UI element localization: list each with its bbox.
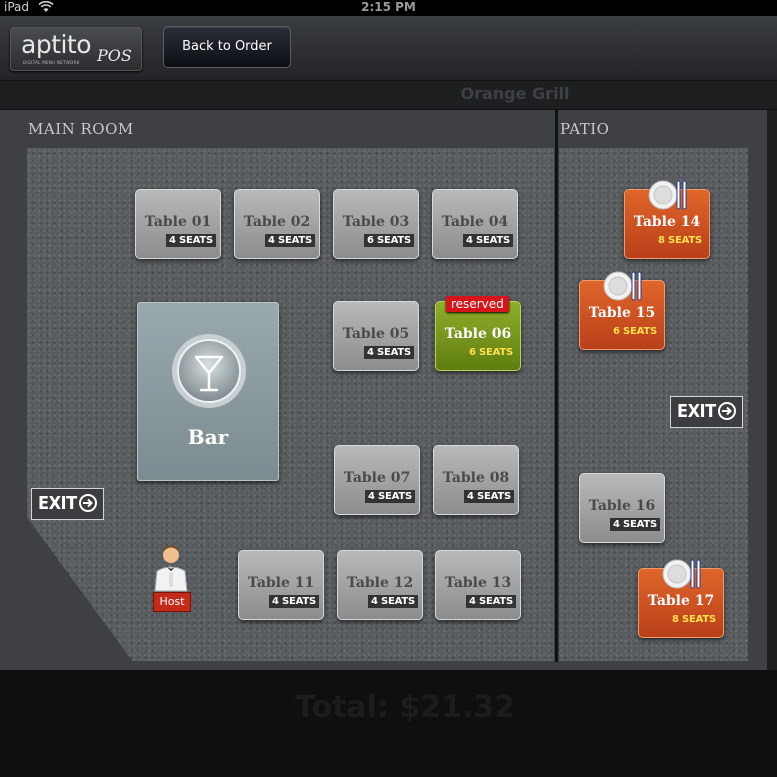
table-02[interactable]: Table 02 4 SEATS (234, 189, 320, 259)
table-seats: 6 SEATS (363, 234, 414, 247)
logo-tagline: DIGITAL MENU NETWORK (23, 60, 80, 65)
reserved-badge: reserved (446, 296, 509, 312)
table-16[interactable]: Table 16 4 SEATS (579, 473, 665, 543)
table-seats: 4 SEATS (363, 346, 414, 359)
logo-suffix-text: POS (97, 46, 132, 65)
table-seats: 4 SEATS (364, 490, 415, 503)
restaurant-name: Orange Grill (460, 84, 570, 103)
restaurant-strip (0, 81, 777, 109)
status-time: 2:15 PM (361, 0, 416, 14)
table-seats: 4 SEATS (463, 490, 514, 503)
table-01[interactable]: Table 01 4 SEATS (135, 189, 221, 259)
table-seats: 8 SEATS (671, 614, 716, 625)
table-name: Table 15 (588, 305, 656, 321)
table-07[interactable]: Table 07 4 SEATS (334, 445, 420, 515)
table-seats: 4 SEATS (264, 234, 315, 247)
back-to-order-button[interactable]: Back to Order (163, 26, 291, 68)
host-label: Host (153, 592, 191, 612)
plate-cutlery-icon (603, 271, 642, 301)
aptito-pos-logo: aptito POS DIGITAL MENU NETWORK (10, 27, 142, 71)
table-name: Table 16 (588, 498, 656, 514)
table-name: Table 05 (342, 326, 410, 342)
exit-sign-main-room: EXIT (31, 488, 104, 520)
table-04[interactable]: Table 04 4 SEATS (432, 189, 518, 259)
table-seats: 4 SEATS (367, 595, 418, 608)
table-name: Table 13 (444, 575, 512, 591)
bar-label: Bar (187, 425, 229, 449)
martini-glass-icon (172, 334, 246, 408)
status-bar: iPad 2:15 PM (0, 0, 777, 16)
table-seats: 4 SEATS (465, 595, 516, 608)
exit-label: EXIT (677, 401, 716, 422)
table-08[interactable]: Table 08 4 SEATS (433, 445, 519, 515)
main-room-title: MAIN ROOM (28, 120, 134, 138)
logo-main-text: aptito (21, 30, 92, 59)
host-waiter-icon (154, 545, 188, 592)
table-name: Table 12 (346, 575, 414, 591)
table-seats: 4 SEATS (268, 595, 319, 608)
table-seats: 8 SEATS (657, 235, 702, 246)
table-03[interactable]: Table 03 6 SEATS (333, 189, 419, 259)
table-05[interactable]: Table 05 4 SEATS (333, 301, 419, 371)
room-divider (555, 110, 558, 662)
table-11[interactable]: Table 11 4 SEATS (238, 550, 324, 620)
table-seats: 4 SEATS (609, 518, 660, 531)
order-total: Total: $21.32 (295, 690, 516, 725)
device-name: iPad (4, 0, 30, 14)
table-name: Table 14 (633, 214, 701, 230)
table-06[interactable]: reserved Table 06 6 SEATS (435, 296, 521, 371)
table-14[interactable]: Table 14 8 SEATS (624, 180, 710, 259)
arrow-right-circle-icon (78, 494, 97, 512)
table-name: Table 03 (342, 214, 410, 230)
table-17[interactable]: Table 17 8 SEATS (638, 559, 724, 638)
table-seats: 6 SEATS (468, 347, 513, 358)
table-name: Table 08 (442, 470, 510, 486)
panel-edge (767, 110, 777, 670)
table-name: Table 01 (144, 214, 212, 230)
exit-sign-patio: EXIT (670, 396, 743, 428)
arrow-right-circle-icon (717, 402, 736, 420)
plate-cutlery-icon (662, 559, 701, 589)
table-name: Table 04 (441, 214, 509, 230)
table-name: Table 02 (243, 214, 311, 230)
exit-label: EXIT (38, 493, 77, 514)
wifi-icon (38, 1, 54, 12)
table-12[interactable]: Table 12 4 SEATS (337, 550, 423, 620)
table-13[interactable]: Table 13 4 SEATS (435, 550, 521, 620)
toolbar: aptito POS DIGITAL MENU NETWORK Back to … (0, 16, 777, 81)
table-name: Table 06 (444, 326, 512, 342)
table-seats: 4 SEATS (462, 234, 513, 247)
bar-area[interactable]: Bar (137, 302, 279, 481)
table-seats: 6 SEATS (612, 326, 657, 337)
patio-title: PATIO (560, 120, 610, 138)
table-seats: 4 SEATS (165, 234, 216, 247)
table-name: Table 17 (647, 593, 715, 609)
plate-cutlery-icon (648, 180, 687, 210)
table-name: Table 07 (343, 470, 411, 486)
table-15[interactable]: Table 15 6 SEATS (579, 271, 665, 350)
table-name: Table 11 (247, 575, 315, 591)
